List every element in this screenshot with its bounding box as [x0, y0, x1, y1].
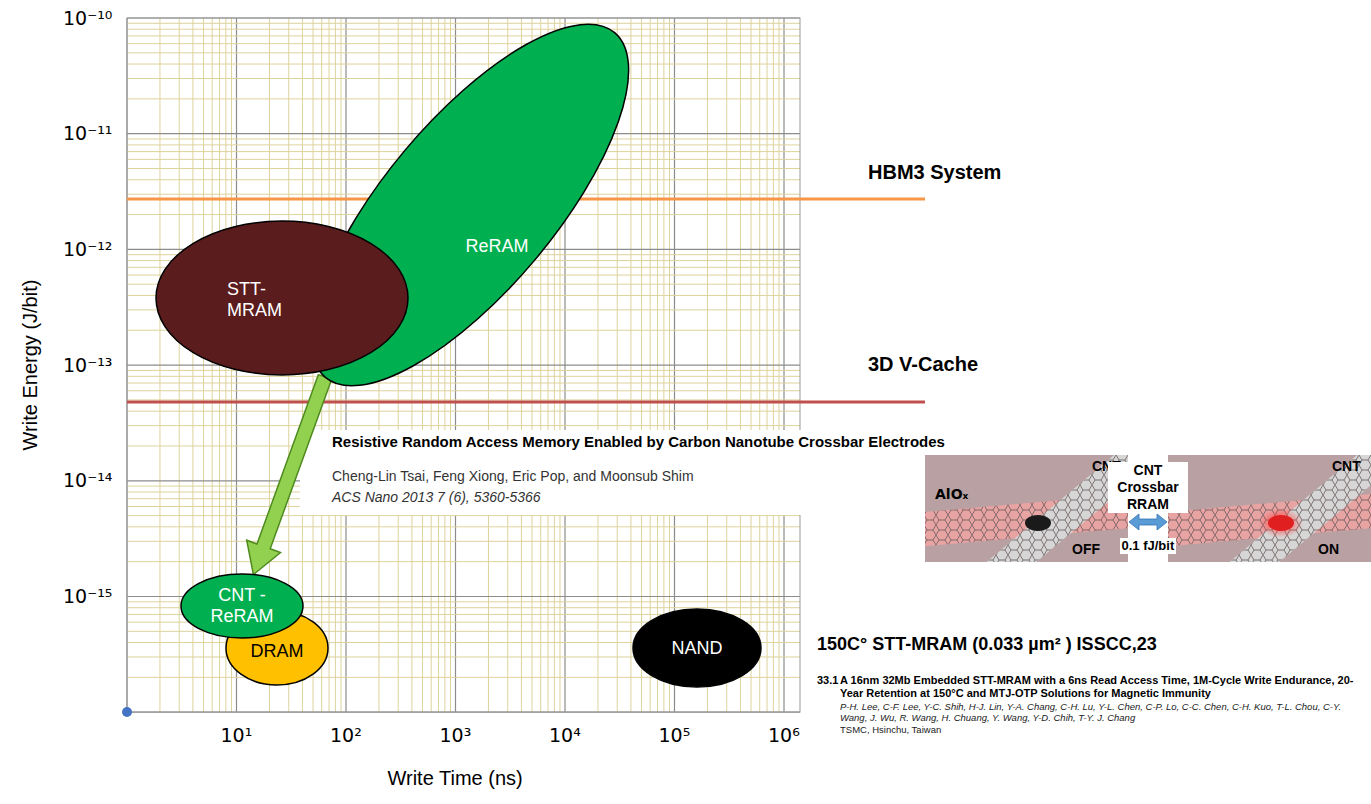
axis-title: Write Time (ns) [388, 766, 523, 790]
axis-tick: 10⁴ [549, 724, 581, 747]
grid-line [127, 29, 800, 30]
block-arrow [247, 375, 332, 575]
cnt-off-illustration [925, 455, 1128, 562]
nand-region: NAND [632, 608, 762, 688]
axis-tick: 10⁵ [659, 724, 691, 747]
paper-authors: P-H. Lee, C-F. Lee, Y-C. Shih, H-J. Lin,… [840, 701, 1368, 723]
state-label: ON [1318, 541, 1339, 558]
ellipse-outline [226, 611, 328, 685]
line-label: 3D V-Cache [868, 352, 978, 376]
axis-tick: 10⁻¹² [63, 238, 112, 261]
mram-note: 150C° STT-MRAM (0.033 µm² ) ISSCC,23 [817, 633, 1157, 655]
on-glow [1259, 508, 1303, 538]
ellipse-outline [156, 221, 408, 375]
axis-tick: 10² [330, 724, 362, 747]
region-label: NAND [671, 638, 722, 659]
energy-label: 0.1 fJ/bit [1120, 538, 1177, 554]
region-label: CNT - ReRAM [209, 585, 275, 627]
citation-title: Resistive Random Access Memory Enabled b… [332, 433, 945, 451]
grid-line [127, 43, 800, 44]
grid-line [127, 561, 800, 562]
line-label: HBM3 System [868, 160, 1001, 184]
grid-line [127, 376, 800, 377]
paper-title: A 16nm 32Mb Embedded STT-MRAM with a 6ns… [840, 674, 1368, 700]
grid-line [127, 64, 800, 65]
origin-dot [122, 707, 132, 717]
cnt-lattice [925, 510, 1128, 530]
axis-tick: 10⁻¹⁵ [63, 585, 112, 608]
on-filament [1268, 515, 1294, 531]
axis-tick: 10⁻¹⁰ [63, 7, 112, 30]
axis-tick: 10³ [440, 724, 472, 747]
region-label: ReRAM [465, 236, 528, 257]
region-label: STT- MRAM [227, 279, 291, 321]
grid-line [127, 52, 800, 53]
cnt-tube [925, 510, 1128, 530]
oxide-label: AlOₓ [935, 486, 968, 503]
paper-affiliation: TSMC, Hsinchu, Taiwan [840, 724, 1368, 735]
axis-tick: 10⁻¹³ [63, 354, 112, 377]
axis-tick: 10⁶ [768, 724, 800, 747]
grid-line [127, 383, 800, 384]
grid-line [127, 399, 800, 400]
ellipse-outline [633, 609, 761, 687]
grid-line [127, 526, 800, 527]
ellipse-outline [181, 574, 303, 638]
crossbar-label: CNT Crossbar RRAM [1108, 462, 1188, 513]
axis-tick: 10⁻¹⁴ [63, 469, 112, 492]
cnt-lattice [1233, 455, 1371, 562]
cnt-on-illustration [1168, 455, 1371, 562]
cnt-reram-region: CNT - ReRAM [180, 573, 304, 639]
axis-tick: 10⁻¹¹ [63, 122, 112, 145]
grid-line [127, 411, 800, 412]
state-label: OFF [1072, 541, 1100, 558]
paper-number: 33.1 [817, 674, 838, 687]
off-filament [1025, 515, 1051, 531]
citation-journal: ACS Nano 2013 7 (6), 5360-5366 [332, 489, 541, 506]
cnt-tube [1233, 455, 1371, 562]
axis-title: Write Energy (J/bit) [18, 280, 42, 451]
ellipse-shape [155, 220, 409, 376]
grid-line [127, 370, 800, 371]
grid-line [127, 515, 800, 516]
axis-tick: 10¹ [221, 724, 253, 747]
grid-line [127, 390, 800, 391]
grid-line [127, 78, 800, 79]
grid-line [127, 35, 800, 36]
grid-line [127, 541, 800, 542]
stt-mram-region: STT- MRAM [155, 220, 409, 376]
vcache-line [127, 401, 925, 404]
grid-line [127, 23, 800, 24]
cnt-label: CNT [1332, 458, 1361, 475]
citation-authors: Cheng-Lin Tsai, Feng Xiong, Eric Pop, an… [332, 468, 694, 485]
double-arrow [1129, 514, 1167, 530]
grid-line [127, 425, 800, 426]
region-label: DRAM [251, 641, 304, 662]
